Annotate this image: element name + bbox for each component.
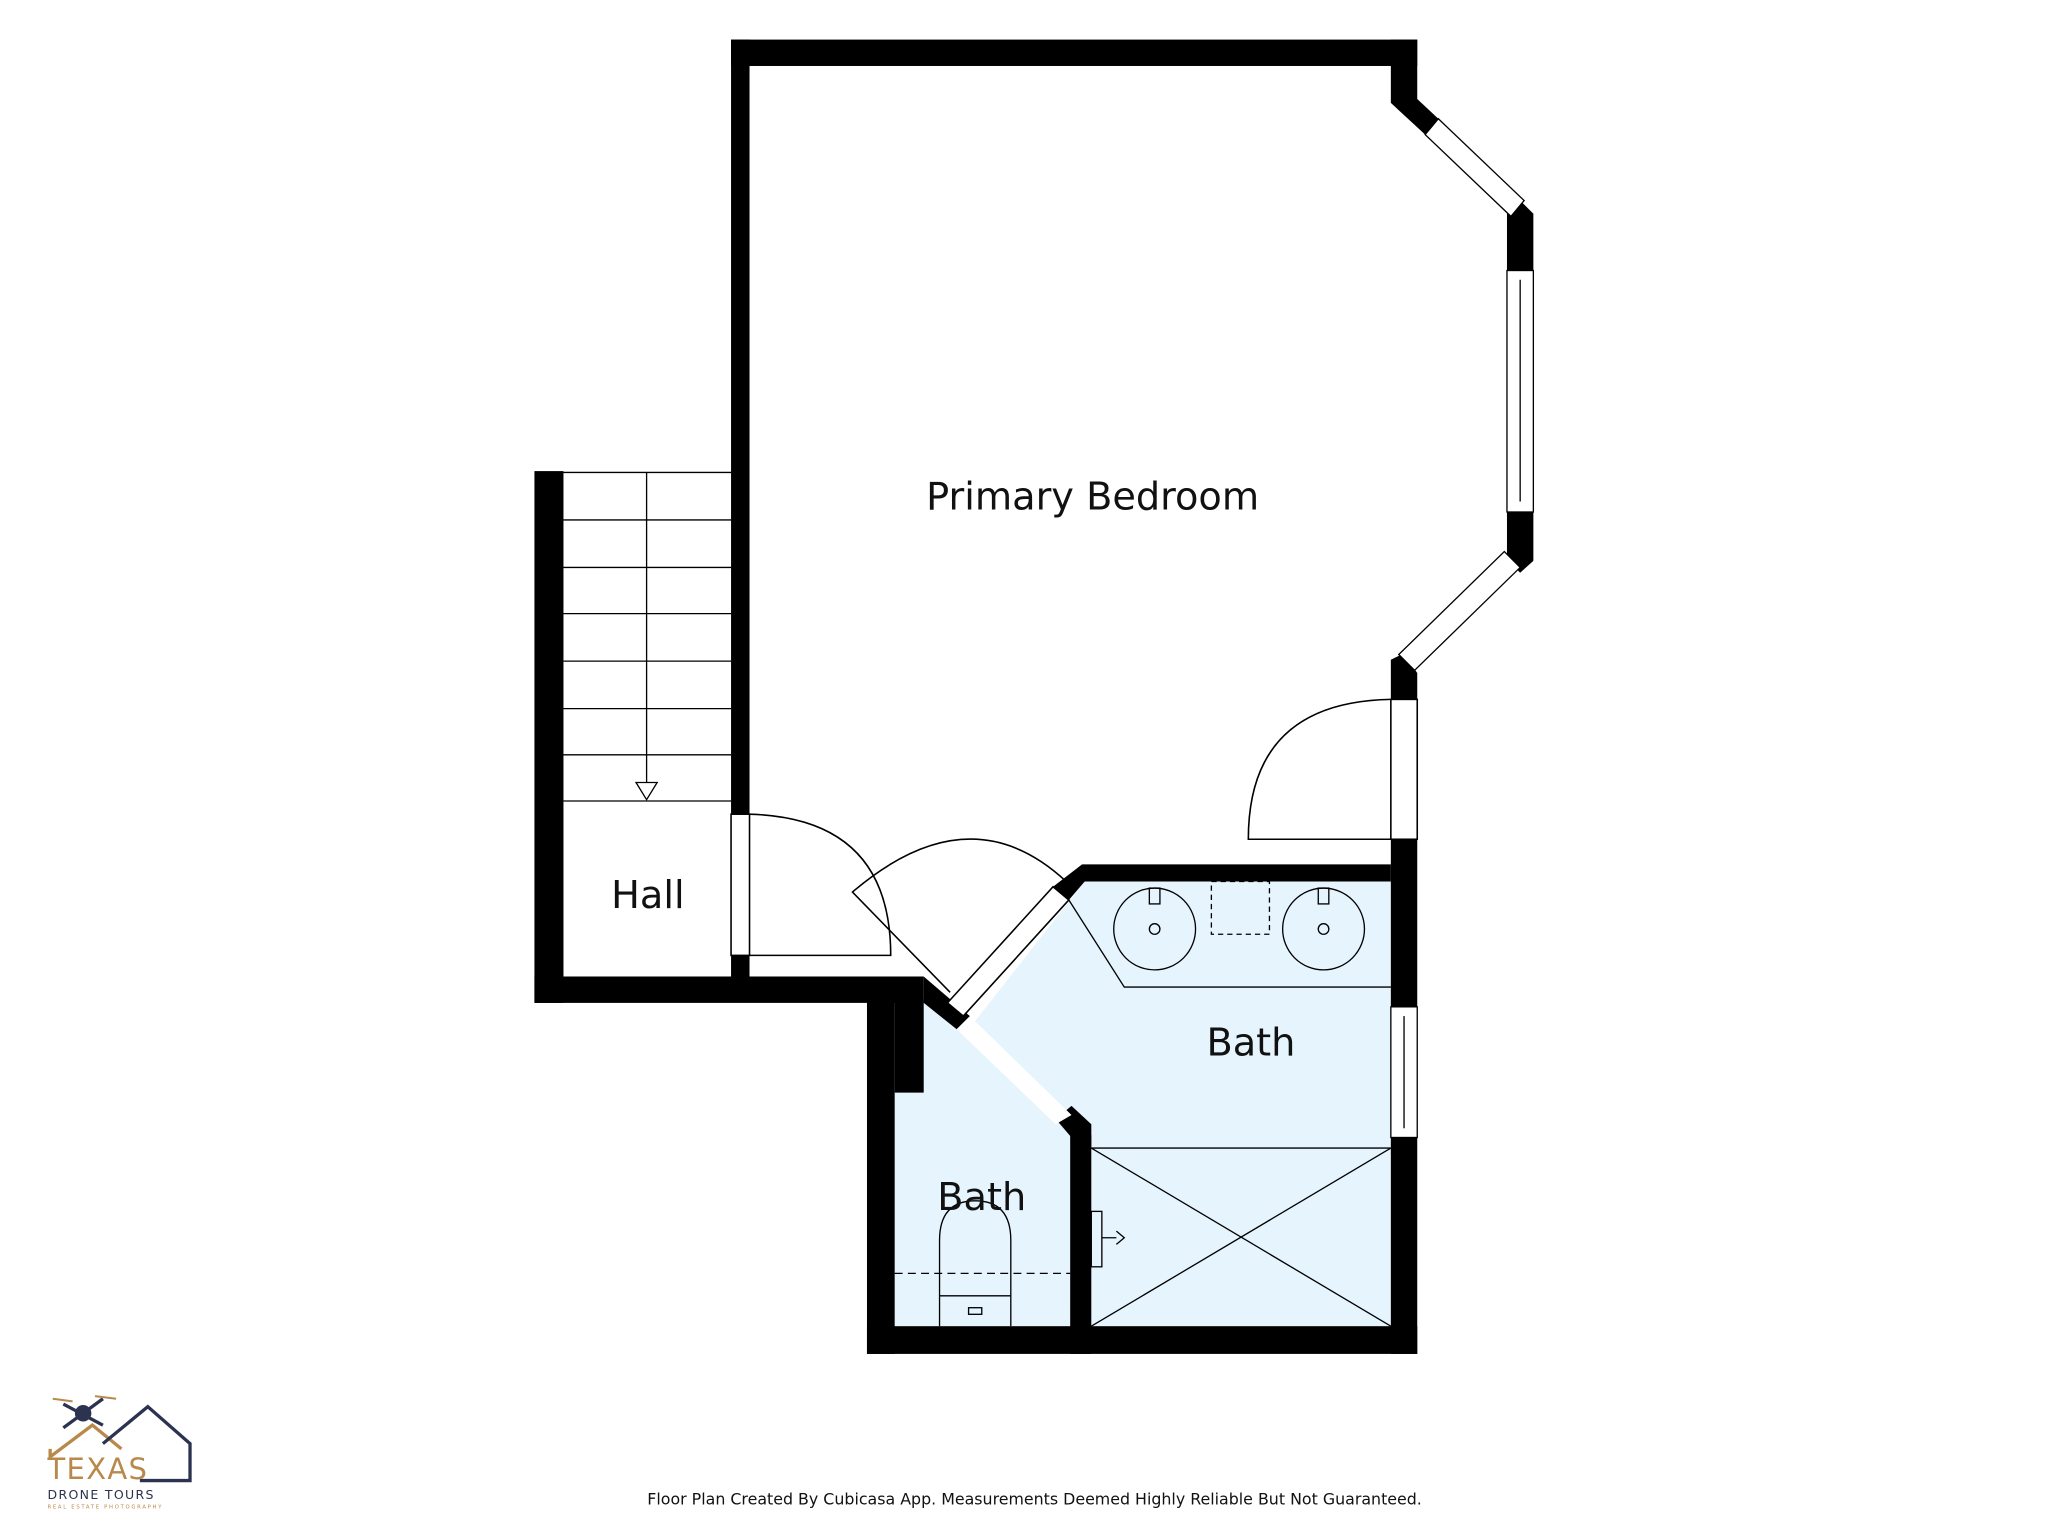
room-label-bath-main: Bath [1207, 1021, 1296, 1066]
window-se [1397, 550, 1522, 672]
logo-name: TEXAS [47, 1452, 149, 1486]
footer-disclaimer: Floor Plan Created By Cubicasa App. Meas… [647, 1489, 1422, 1508]
drone-icon [52, 1395, 117, 1430]
bath-main-floor [973, 881, 1391, 1327]
stair-arrow-icon [634, 781, 659, 801]
windows [1390, 117, 1535, 1139]
room-label-hall: Hall [611, 873, 684, 918]
logo-tagline: DRONE TOURS [48, 1487, 155, 1502]
toilet [938, 1200, 1012, 1327]
house-outline-navy [101, 1404, 192, 1483]
logo-subtitle: REAL ESTATE PHOTOGRAPHY [48, 1504, 164, 1510]
house-outline-gold [48, 1423, 123, 1461]
doors [730, 698, 1419, 1125]
staircase [563, 471, 732, 802]
room-label-primary-bedroom: Primary Bedroom [926, 474, 1259, 519]
room-label-bath-small: Bath [937, 1175, 1026, 1220]
window-ne [1424, 117, 1526, 218]
bath-fixtures [894, 880, 1392, 1327]
company-logo: TEXAS DRONE TOURS REAL ESTATE PHOTOGRAPH… [47, 1395, 192, 1510]
